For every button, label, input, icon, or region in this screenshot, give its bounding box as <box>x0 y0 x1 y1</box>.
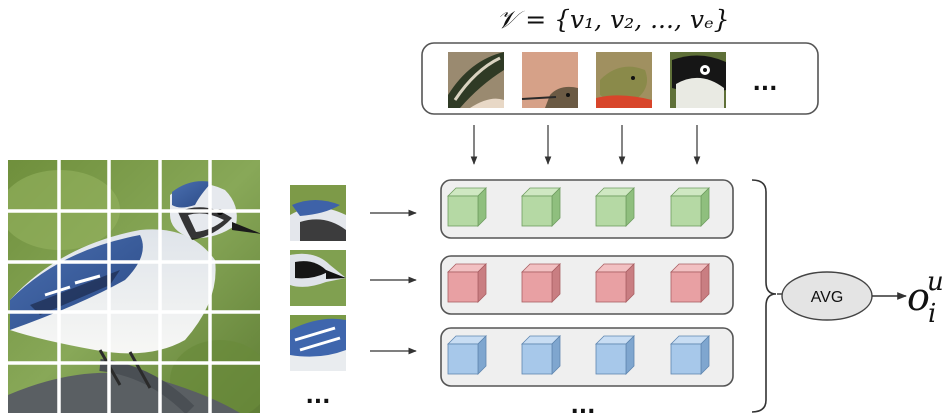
patch-arrows <box>370 209 417 355</box>
feature-cube <box>521 263 561 303</box>
vocab-item-2 <box>521 52 578 108</box>
row-red <box>440 255 734 315</box>
vocab-item-4 <box>670 52 726 108</box>
patch-thumbnails: ... <box>290 185 346 409</box>
row-blue <box>440 327 734 387</box>
output-symbol: o <box>907 275 930 319</box>
feature-cube <box>447 335 487 375</box>
feature-cube <box>670 335 710 375</box>
patch-2 <box>290 250 346 306</box>
output-superscript: u <box>927 267 944 297</box>
patch-grid <box>8 160 260 413</box>
feature-cube <box>595 335 635 375</box>
vocab-item-1 <box>448 52 504 108</box>
row-green <box>440 179 734 239</box>
cube-rows <box>440 179 734 387</box>
feature-cube <box>521 187 561 227</box>
patch-3 <box>290 315 346 371</box>
vocab-formula: 𝒱 = {v₁, v₂, ..., vₑ} <box>496 5 729 34</box>
vocab-item-3 <box>596 52 652 108</box>
vocab-arrows <box>470 125 701 165</box>
feature-cube <box>595 263 635 303</box>
feature-cube <box>447 187 487 227</box>
patch-1 <box>290 185 346 241</box>
input-bird-image <box>8 160 260 413</box>
vocab-ellipsis: ... <box>752 71 777 96</box>
brace <box>751 179 777 413</box>
feature-cube <box>670 187 710 227</box>
feature-cube <box>521 335 561 375</box>
feature-cube <box>595 187 635 227</box>
row-ellipsis: ... <box>570 394 595 417</box>
row-container <box>440 327 734 387</box>
patch-ellipsis: ... <box>305 384 330 409</box>
feature-cube <box>447 263 487 303</box>
feature-cube <box>670 263 710 303</box>
output-subscript: i <box>928 299 936 329</box>
avg-label: AVG <box>811 289 844 306</box>
row-container <box>440 179 734 239</box>
row-container <box>440 255 734 315</box>
vocab-thumbnails: ... <box>448 52 778 108</box>
